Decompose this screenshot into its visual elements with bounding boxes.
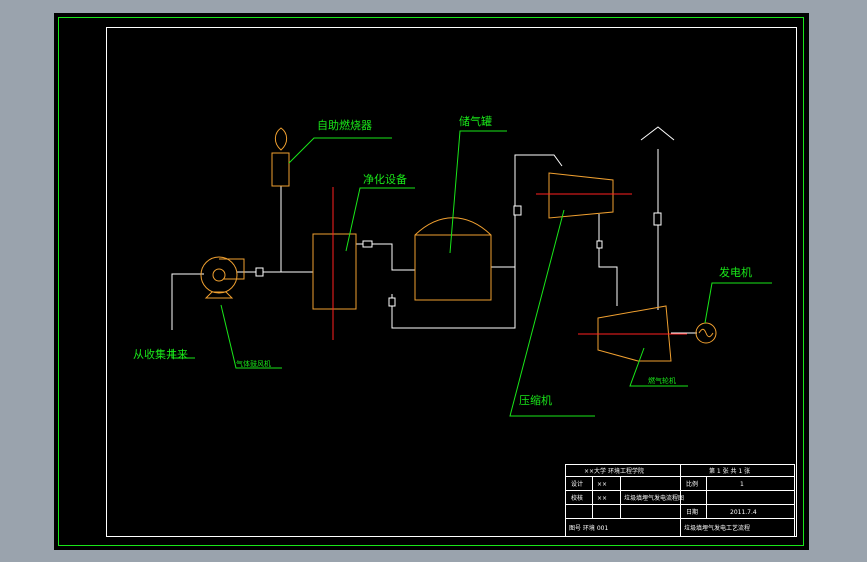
leader-purifier [345, 187, 415, 252]
leader-compressor [509, 209, 595, 417]
pipe-tank-compressor [491, 154, 563, 268]
compressor-body [548, 172, 614, 219]
leader-tank [449, 130, 507, 254]
valve-blower [255, 267, 264, 277]
label-generator: 发电机 [719, 265, 752, 279]
tb-scale-label: 比例 [686, 480, 698, 488]
leader-lines [171, 130, 772, 417]
exhaust-arrow [640, 126, 675, 141]
label-compressor: 压缩机 [519, 393, 552, 407]
tb-designer-label: 设计 [571, 480, 583, 488]
purifier-body [312, 233, 357, 310]
title-block: ××大学 环境工程学院 第 1 张 共 1 张 设计 ×× 比例 1 校核 ××… [565, 464, 795, 537]
pipe-source [171, 273, 204, 330]
blower-base [204, 291, 234, 299]
tb-center-text: 垃圾填埋气发电流程图 [624, 494, 684, 502]
label-tank: 储气罐 [459, 114, 492, 128]
blower-casing [200, 256, 238, 294]
labels: 自助燃烧器 净化设备 储气罐 压缩机 发电机 从收集井来 气体鼓风机 燃气轮机 [133, 114, 752, 407]
pipe-purifier-tank [356, 243, 415, 271]
leader-blower [220, 304, 282, 369]
tb-checker-label: 校核 [571, 494, 583, 502]
label-blower: 气体鼓风机 [236, 359, 271, 368]
valve-purifier [362, 240, 373, 248]
center-lines [332, 187, 687, 340]
burner-body [271, 152, 290, 187]
blower-outlet [219, 258, 245, 280]
generator-symbol [698, 328, 714, 338]
outer-frame [58, 17, 804, 546]
tb-designer-value: ×× [597, 481, 607, 488]
tb-drawing-title: 垃圾填埋气发电工艺流程 [684, 524, 750, 532]
pipe-tank-bypass [391, 267, 516, 329]
label-burner: 自助燃烧器 [317, 118, 372, 132]
valves [255, 205, 662, 307]
burner-flame [274, 127, 288, 151]
turbine-body [597, 305, 672, 362]
tb-sheet-top: 第 1 张 共 1 张 [709, 467, 750, 475]
tb-drawing-no: 图号 环境 001 [569, 524, 608, 532]
leader-turbine [629, 347, 688, 387]
label-purifier: 净化设备 [363, 172, 407, 186]
pipes [171, 126, 697, 334]
process-flow-drawing: 自助燃烧器 净化设备 储气罐 压缩机 发电机 从收集井来 气体鼓风机 燃气轮机 … [58, 17, 804, 546]
tb-school: ××大学 环境工程学院 [584, 467, 644, 475]
pipe-compressor-turbine [598, 214, 618, 306]
leader-source [171, 349, 195, 359]
inner-frame [106, 27, 797, 537]
tb-scale-value: 1 [740, 481, 744, 488]
tb-date-value: 2011.7.4 [730, 509, 757, 516]
valve-bypass [388, 297, 396, 307]
drawing-viewport[interactable]: 自助燃烧器 净化设备 储气罐 压缩机 发电机 从收集井来 气体鼓风机 燃气轮机 … [54, 13, 809, 550]
tb-date-label: 日期 [686, 508, 698, 516]
generator-body [695, 322, 717, 344]
valve-turbine-in [596, 240, 603, 249]
leader-burner [288, 137, 392, 164]
blower-hub [212, 268, 226, 282]
label-turbine: 燃气轮机 [648, 376, 676, 385]
valve-compressor-in [513, 205, 522, 216]
equipment [200, 127, 717, 362]
valve-exhaust [653, 212, 662, 226]
tb-checker-value: ×× [597, 495, 607, 502]
tank-body [414, 217, 492, 301]
leader-generator [704, 282, 772, 324]
label-source: 从收集井来 [133, 347, 188, 361]
